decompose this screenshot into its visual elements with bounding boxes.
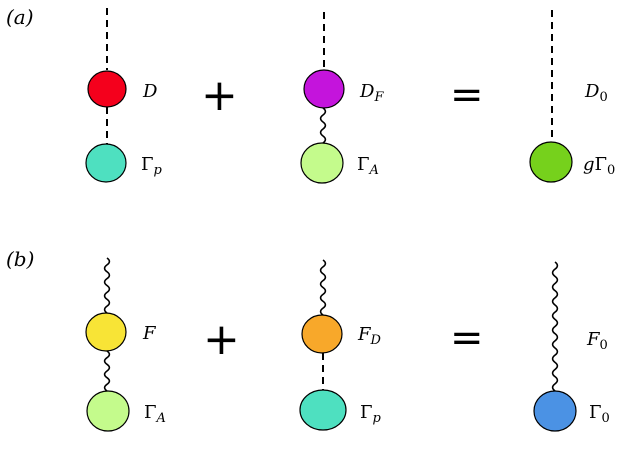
node-gamma-p — [299, 389, 347, 431]
node-gamma-a — [86, 390, 130, 432]
label-gamma-a: ΓA — [357, 154, 379, 178]
panel-a: (a) D Γp + DF ΓA = D0 gΓ0 — [6, 5, 615, 184]
plus-operator: + — [203, 314, 240, 365]
wavy-line — [551, 261, 559, 392]
label-gamma-a: ΓA — [144, 402, 166, 426]
label-g-gamma-0: gΓ0 — [583, 154, 615, 178]
wavy-line — [103, 350, 111, 392]
panel-b-tag: (b) — [6, 247, 34, 271]
wavy-line — [319, 259, 327, 316]
node-g-gamma-0 — [529, 141, 573, 183]
label-gamma-0: Γ0 — [589, 402, 610, 426]
panel-a-tag: (a) — [6, 5, 34, 29]
label-f0: F0 — [586, 329, 608, 353]
node-df — [303, 69, 345, 109]
label-gamma-p: Γp — [360, 402, 382, 426]
panel-b-term-fd: FD Γp — [299, 259, 382, 431]
panel-a-term-df: DF ΓA — [300, 12, 384, 184]
equals-operator: = — [450, 72, 484, 118]
plus-operator: + — [201, 70, 238, 121]
node-gamma-0 — [533, 390, 577, 432]
label-d: D — [142, 81, 158, 102]
node-d — [87, 70, 127, 108]
wavy-line — [319, 107, 327, 144]
label-gamma-p: Γp — [141, 154, 163, 178]
node-f — [85, 312, 127, 352]
panel-b: (b) F ΓA + FD Γp = F0 Γ0 — [6, 247, 610, 432]
label-df: DF — [359, 81, 384, 105]
panel-b-term-f0: F0 Γ0 — [533, 261, 610, 432]
label-f: F — [142, 323, 157, 344]
panel-b-term-f: F ΓA — [85, 257, 166, 432]
panel-a-term-d: D Γp — [85, 8, 163, 183]
node-fd — [301, 314, 343, 354]
equals-operator: = — [450, 315, 484, 361]
label-fd: FD — [357, 324, 382, 348]
wavy-line — [103, 257, 111, 314]
node-gamma-p — [85, 143, 127, 183]
panel-a-term-d0: D0 gΓ0 — [529, 10, 615, 183]
node-gamma-a — [300, 142, 344, 184]
label-d0: D0 — [584, 81, 608, 105]
